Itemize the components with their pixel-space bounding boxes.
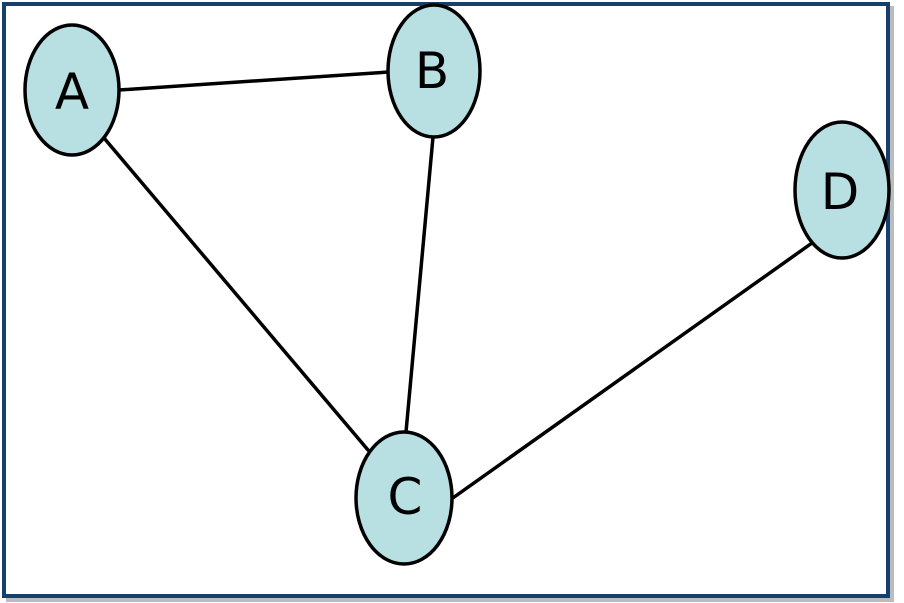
node-b-label: B xyxy=(415,42,449,100)
edge-a-b[interactable] xyxy=(117,70,391,92)
node-c-ellipse[interactable] xyxy=(354,430,454,566)
node-b[interactable]: B xyxy=(386,3,482,139)
node-a[interactable]: A xyxy=(23,23,121,157)
node-d-ellipse[interactable] xyxy=(793,120,891,260)
edge-c-d[interactable] xyxy=(448,241,814,502)
node-c[interactable]: C xyxy=(354,430,454,566)
node-b-ellipse[interactable] xyxy=(386,3,482,139)
edge-a-c[interactable] xyxy=(102,136,370,452)
node-a-ellipse[interactable] xyxy=(23,23,121,157)
nodes-group: A B C D xyxy=(23,3,891,566)
edge-b-c[interactable] xyxy=(404,135,435,434)
node-d[interactable]: D xyxy=(793,120,891,260)
node-d-label: D xyxy=(821,163,860,221)
node-a-label: A xyxy=(55,63,89,121)
node-c-label: C xyxy=(388,468,423,526)
edges-group xyxy=(102,70,814,502)
